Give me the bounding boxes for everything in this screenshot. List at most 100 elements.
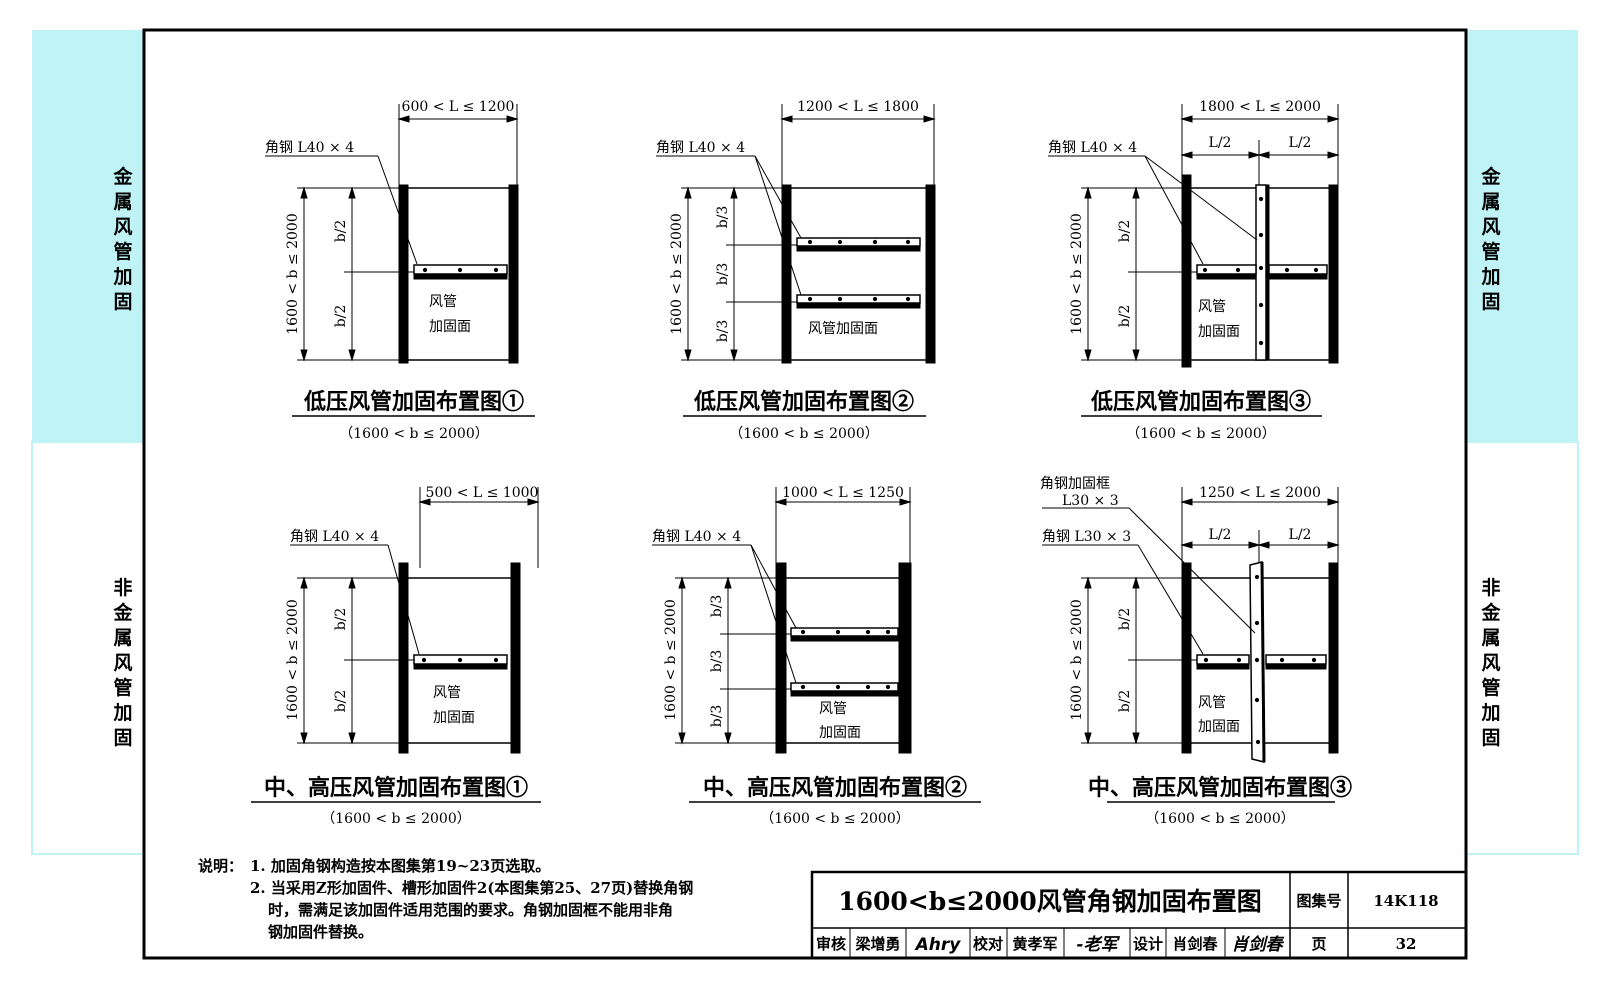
side-tab-char: 属: [113, 191, 132, 213]
duct-label-hp2: 风管: [819, 701, 847, 717]
side-tab-char: 加: [1480, 266, 1500, 288]
b-half-bottom-hp3: b/2: [1117, 690, 1133, 713]
title-hp2: 中、高压风管加固布置图②: [703, 775, 967, 801]
side-tab-char: 加: [112, 702, 132, 724]
b-third-2-hp2: b/3: [709, 650, 725, 673]
notes-label: 说明：: [198, 857, 243, 875]
side-tab-char: 风: [1481, 652, 1500, 674]
subtitle-lp1: （1600 < b ≤ 2000）: [339, 426, 488, 442]
side-tab-char: 非: [113, 577, 132, 599]
b-range-hp2: 1600 < b ≤ 2000: [663, 599, 679, 720]
side-tab-char: 属: [1481, 191, 1500, 213]
note-line-4: 钢加固件替换。: [268, 923, 373, 941]
duct-label-hp1: 风管: [433, 685, 461, 701]
angle-label-hp1: 角钢 L40 × 4: [290, 529, 379, 545]
side-tab-char: 加: [112, 266, 132, 288]
side-tab-char: 金: [112, 601, 133, 624]
design-label: 设计: [1133, 935, 1163, 953]
reviewer-signature: Ahry: [914, 935, 962, 955]
side-tab-char: 非: [1481, 577, 1500, 599]
subtitle-lp2: （1600 < b ≤ 2000）: [729, 426, 878, 442]
dim-label-lp2: 1200 < L ≤ 1800: [797, 99, 919, 115]
subtitle-hp2: （1600 < b ≤ 2000）: [760, 811, 909, 827]
diagram-low-pressure-2: [656, 104, 936, 364]
b-half-top-lp3: b/2: [1117, 220, 1133, 243]
title-lp1: 低压风管加固布置图①: [303, 389, 524, 415]
subtitle-hp3: （1600 < b ≤ 2000）: [1145, 811, 1294, 827]
checker-name: 黄孝军: [1012, 935, 1057, 953]
title-block: [810, 870, 1468, 960]
b-half-bottom-hp1: b/2: [333, 690, 349, 713]
b-range-hp1: 1600 < b ≤ 2000: [285, 599, 301, 720]
l-half-2-hp3: L/2: [1289, 527, 1312, 543]
b-third-2-lp2: b/3: [715, 263, 731, 286]
atlas-number: 14K118: [1373, 892, 1438, 910]
subtitle-hp1: （1600 < b ≤ 2000）: [321, 811, 470, 827]
side-tab-char: 金: [1480, 601, 1501, 624]
dim-label-lp1: 600 < L ≤ 1200: [402, 99, 515, 115]
duct-label2-lp1: 加固面: [429, 319, 471, 335]
b-half-top-hp3: b/2: [1117, 608, 1133, 631]
diagram-low-pressure-3: [1048, 104, 1340, 368]
dim-label-hp2: 1000 < L ≤ 1250: [782, 485, 904, 501]
sheet-frame: [142, 28, 1468, 960]
diagram-high-pressure-3: [1042, 487, 1340, 763]
side-tab-char: 属: [113, 627, 132, 649]
l-half-1-hp3: L/2: [1209, 527, 1232, 543]
review-label: 审核: [816, 935, 846, 953]
b-range-lp1: 1600 < b ≤ 2000: [285, 213, 301, 334]
subtitle-lp3: （1600 < b ≤ 2000）: [1126, 426, 1275, 442]
b-third-1-hp2: b/3: [709, 595, 725, 618]
page-number: 32: [1396, 935, 1417, 953]
title-hp1: 中、高压风管加固布置图①: [264, 775, 528, 801]
side-tab-char: 风: [113, 652, 132, 674]
b-half-bottom-lp3: b/2: [1117, 305, 1133, 328]
angle-frame-label-hp3: 角钢加固框: [1040, 476, 1110, 492]
duct-label-lp2: 风管加固面: [808, 321, 878, 337]
angle-label-hp2: 角钢 L40 × 4: [652, 529, 741, 545]
note-line-2: 2. 当采用Z形加固件、槽形加固件2(本图集第25、27页)替换角钢: [250, 879, 693, 897]
side-tab-char: 风: [1481, 216, 1500, 238]
diagram-low-pressure-1: [265, 104, 519, 364]
duct-label-lp3: 风管: [1198, 299, 1226, 315]
side-tab-char: 管: [1481, 240, 1500, 263]
drawing-title: 1600<b≤2000风管角钢加固布置图: [838, 887, 1262, 916]
side-tab-char: 固: [1481, 727, 1500, 749]
designer-name: 肖剑春: [1172, 935, 1217, 953]
side-tab-char: 固: [1481, 291, 1500, 313]
side-tab-char: 管: [1481, 676, 1500, 699]
side-tab-char: 管: [113, 240, 132, 263]
side-tab-backgrounds: [31, 30, 1579, 855]
angle-frame-size-hp3: L30 × 3: [1062, 493, 1119, 509]
l-half-1-lp3: L/2: [1209, 135, 1232, 151]
b-half-bottom-lp1: b/2: [333, 305, 349, 328]
reviewer-name: 梁增勇: [854, 935, 900, 953]
side-tab-char: 固: [113, 727, 132, 749]
side-tab-char: 固: [113, 291, 132, 313]
note-line-1: 1. 加固角钢构造按本图集第19~23页选取。: [250, 857, 550, 875]
dim-label-lp3: 1800 < L ≤ 2000: [1199, 99, 1321, 115]
l-half-2-lp3: L/2: [1289, 135, 1312, 151]
side-tab-char: 管: [113, 676, 132, 699]
b-half-top-hp1: b/2: [333, 608, 349, 631]
side-tab-char: 加: [1480, 702, 1500, 724]
duct-label2-hp3: 加固面: [1198, 719, 1240, 735]
b-third-1-lp2: b/3: [715, 206, 731, 229]
b-range-hp3: 1600 < b ≤ 2000: [1069, 599, 1085, 720]
duct-label-hp3: 风管: [1198, 695, 1226, 711]
title-hp3: 中、高压风管加固布置图③: [1088, 775, 1352, 801]
checker-signature: -老军: [1076, 935, 1120, 955]
b-third-3-lp2: b/3: [715, 320, 731, 343]
duct-label-lp1: 风管: [429, 294, 457, 310]
check-label: 校对: [973, 935, 1003, 953]
duct-label2-hp1: 加固面: [433, 710, 475, 726]
angle-label-lp2: 角钢 L40 × 4: [656, 140, 745, 156]
atlas-label: 图集号: [1296, 892, 1341, 910]
title-lp2: 低压风管加固布置图②: [693, 389, 914, 415]
side-tab-char: 金: [112, 165, 133, 188]
side-tab-char: 风: [113, 216, 132, 238]
